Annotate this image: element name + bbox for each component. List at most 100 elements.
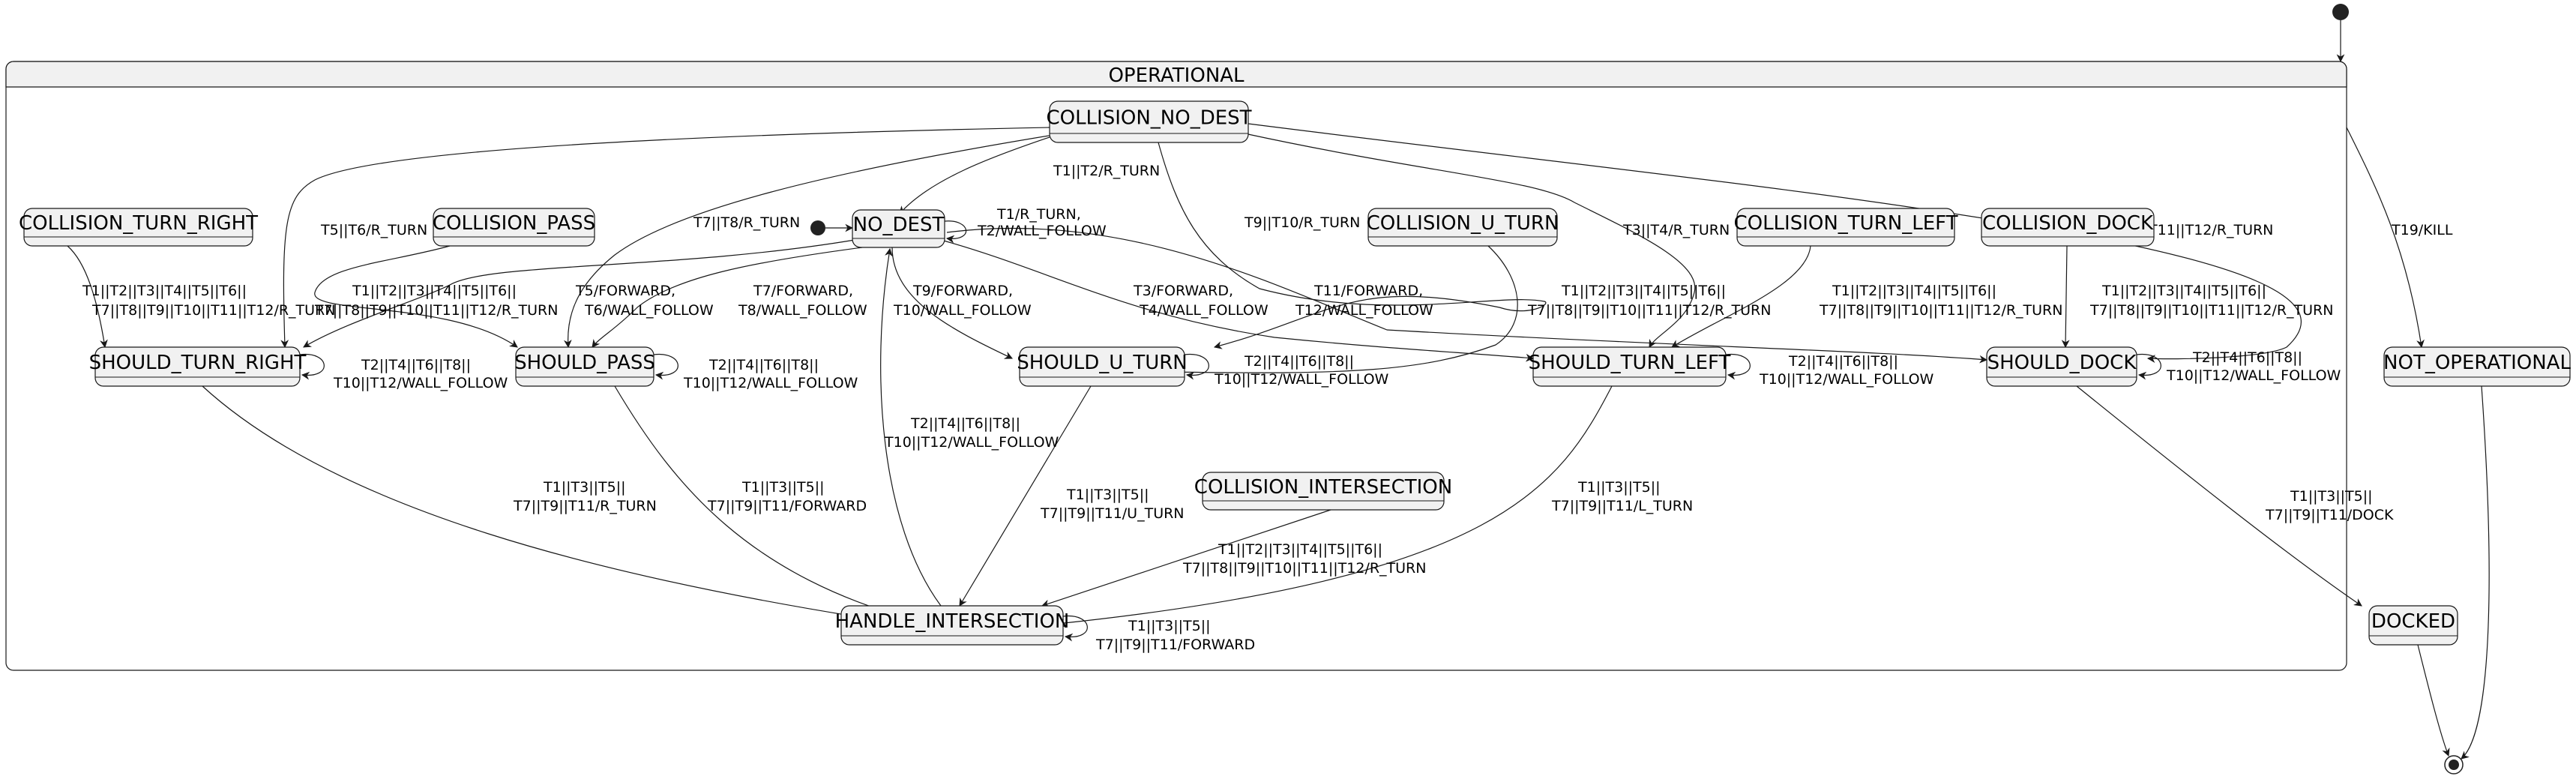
state-box xyxy=(94,346,301,387)
initial-pseudostate-inner xyxy=(810,220,825,235)
edge-notop-to-final xyxy=(2461,385,2490,760)
state-box xyxy=(2383,346,2571,387)
edge-label: T1||T2/R_TURN xyxy=(1053,163,1160,179)
state-collision-turn-left[interactable]: COLLISION_TURN_LEFT xyxy=(1733,208,1958,247)
initial-pseudostate-outer xyxy=(2332,4,2349,20)
state-box xyxy=(1986,346,2137,387)
edge-nodest-to-uturn xyxy=(891,247,1013,359)
state-name: SHOULD_PASS xyxy=(514,352,655,374)
edge-docked-to-final xyxy=(2417,644,2450,757)
state-no-dest[interactable]: NO_DEST xyxy=(852,209,945,248)
state-name: COLLISION_TURN_LEFT xyxy=(1733,212,1957,235)
edge-label: T1||T2||T3||T4||T5||T6|| T7||T8||T9||T10… xyxy=(2089,283,2333,319)
edge-cnd-to-stl xyxy=(1244,133,1696,348)
edge-cnd-to-pass xyxy=(563,134,1054,349)
edge-label: T3||T4/R_TURN xyxy=(1622,222,1730,238)
edge-label: T1||T2||T3||T4||T5||T6|| T7||T8||T9||T10… xyxy=(1819,283,2062,319)
edge-label: T9/FORWARD, T10/WALL_FOLLOW xyxy=(893,283,1032,319)
edge-pass-to-hi xyxy=(614,385,924,625)
state-name: HANDLE_INTERSECTION xyxy=(835,610,1070,633)
state-box xyxy=(840,605,1064,646)
state-collision-no-dest[interactable]: COLLISION_NO_DEST xyxy=(1046,100,1252,143)
state-name: COLLISION_U_TURN xyxy=(1367,212,1559,235)
edge-hi-self xyxy=(1062,616,1088,642)
state-name: DOCKED xyxy=(2371,610,2455,633)
edge-ci-to-hi xyxy=(1041,509,1331,608)
state-collision-intersection[interactable]: COLLISION_INTERSECTION xyxy=(1194,472,1452,511)
state-name: NO_DEST xyxy=(853,214,945,236)
edge-cnd-to-nodest xyxy=(899,136,1050,214)
edge-label: T5||T6/R_TURN xyxy=(320,222,427,238)
edge-label: T3/FORWARD, T4/WALL_FOLLOW xyxy=(1133,283,1269,319)
edge-label: T1||T3||T5|| T7||T9||T11/FORWARD xyxy=(707,479,867,514)
state-name: COLLISION_TURN_RIGHT xyxy=(19,212,258,235)
edge-label: T1||T3||T5|| T7||T9||T11/L_TURN xyxy=(1551,479,1693,514)
edge-str-self xyxy=(299,354,325,380)
state-box xyxy=(1532,346,1727,387)
edge-label: T7||T8/R_TURN xyxy=(693,214,800,231)
state-collision-turn-right[interactable]: COLLISION_TURN_RIGHT xyxy=(19,208,258,247)
edge-label: T1||T2||T3||T4||T5||T6|| T7||T8||T9||T10… xyxy=(1527,283,1771,319)
state-not-operational[interactable]: NOT_OPERATIONAL xyxy=(2383,346,2571,387)
state-name: COLLISION_NO_DEST xyxy=(1046,107,1251,130)
state-should-pass[interactable]: SHOULD_PASS xyxy=(514,346,655,387)
edge-label: T19/KILL xyxy=(2391,222,2453,238)
state-handle-intersection[interactable]: HANDLE_INTERSECTION xyxy=(835,605,1070,646)
state-box xyxy=(1049,100,1249,143)
edge-label: T2||T4||T6||T8|| T10||T12/WALL_FOLLOW xyxy=(884,415,1059,451)
edge-cp-to-pass xyxy=(314,245,518,348)
edge-label: T11||T12/R_TURN xyxy=(2148,222,2273,238)
state-name: SHOULD_TURN_RIGHT xyxy=(89,352,307,374)
edge-ctl-to-stl xyxy=(1671,245,1811,348)
edge-hi-to-nodest xyxy=(880,247,942,607)
edge-label: T1||T2||T3||T4||T5||T6|| T7||T8||T9||T10… xyxy=(82,283,335,319)
composite-title: OPERATIONAL xyxy=(1108,64,1245,87)
state-name: COLLISION_PASS xyxy=(433,212,595,235)
edge-label: T2||T4||T6||T8|| T10||T12/WALL_FOLLOW xyxy=(683,357,858,391)
edge-cd-to-dock xyxy=(2061,245,2070,349)
state-should-turn-right[interactable]: SHOULD_TURN_RIGHT xyxy=(89,346,307,387)
state-should-turn-left[interactable]: SHOULD_TURN_LEFT xyxy=(1529,346,1731,387)
edge-uturn-to-hi xyxy=(959,385,1092,607)
edge-label: T1||T3||T5|| T7||T9||T11/FORWARD xyxy=(1095,618,1255,653)
state-docked[interactable]: DOCKED xyxy=(2368,605,2458,646)
edge-op-to-notop xyxy=(2346,127,2425,349)
state-name: COLLISION_INTERSECTION xyxy=(1194,476,1452,499)
state-box xyxy=(515,346,654,387)
state-collision-u-turn[interactable]: COLLISION_U_TURN xyxy=(1367,208,1559,247)
edge-label: T1||T2||T3||T4||T5||T6|| T7||T8||T9||T10… xyxy=(1182,541,1426,577)
edge-label: T1||T3||T5|| T7||T9||T11/DOCK xyxy=(2265,488,2394,523)
state-name: SHOULD_U_TURN xyxy=(1017,352,1188,374)
edge-label: T11/FORWARD, T12/WALL_FOLLOW xyxy=(1295,283,1433,319)
state-name: SHOULD_DOCK xyxy=(1987,352,2137,374)
edge-nodest-to-pass xyxy=(592,247,863,348)
edge-label: T1/R_TURN, T2/WALL_FOLLOW xyxy=(977,206,1107,239)
edge-uturn-self xyxy=(1184,354,1209,380)
edge-str-to-hi xyxy=(202,385,894,625)
edge-cnd-to-str xyxy=(280,127,1050,349)
edge-stl-self xyxy=(1725,354,1751,380)
edge-dock-self xyxy=(2136,354,2161,380)
edge-label: T2||T4||T6||T8|| T10||T12/WALL_FOLLOW xyxy=(1759,353,1934,388)
edge-stl-to-hi xyxy=(1056,385,1613,628)
state-collision-dock[interactable]: COLLISION_DOCK xyxy=(1981,208,2155,247)
edge-ctr-to-str xyxy=(67,245,108,349)
edge-nodest-self xyxy=(944,220,967,244)
edge-label: T7/FORWARD, T8/WALL_FOLLOW xyxy=(738,283,867,319)
final-pseudostate xyxy=(2444,755,2464,775)
state-name: SHOULD_TURN_LEFT xyxy=(1529,352,1731,374)
edge-dock-to-docked xyxy=(2076,385,2362,607)
edge-label: T2||T4||T6||T8|| T10||T12/WALL_FOLLOW xyxy=(2166,349,2341,384)
state-should-u-turn[interactable]: SHOULD_U_TURN xyxy=(1017,346,1188,387)
state-name: COLLISION_DOCK xyxy=(1982,212,2154,235)
edge-label: T1||T3||T5|| T7||T9||T11/U_TURN xyxy=(1040,487,1185,522)
edge-cnd-to-uturn xyxy=(1158,142,1547,349)
edge-label: T5/FORWARD, T6/WALL_FOLLOW xyxy=(575,283,714,319)
state-box xyxy=(2368,605,2458,646)
edge-cut-to-uturn xyxy=(1168,245,1518,376)
edge-label: T9||T10/R_TURN xyxy=(1244,214,1360,231)
edge-label: T1||T2||T3||T4||T5||T6|| T7||T8||T9||T10… xyxy=(314,283,558,319)
state-collision-pass[interactable]: COLLISION_PASS xyxy=(433,208,595,247)
edge-nodest-to-str xyxy=(303,239,855,348)
state-should-dock[interactable]: SHOULD_DOCK xyxy=(1986,346,2137,387)
